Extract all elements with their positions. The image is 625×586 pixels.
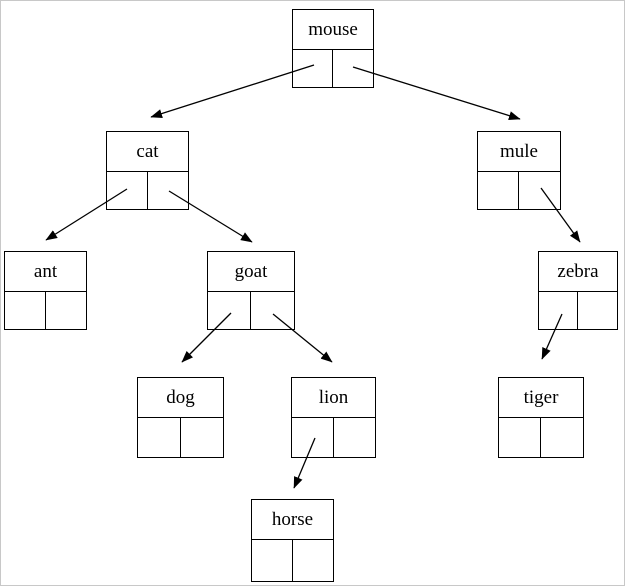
node-label: ant — [5, 252, 86, 292]
node-pointer-row — [478, 172, 560, 209]
left-pointer-cell — [208, 292, 251, 329]
node-pointer-row — [252, 540, 333, 581]
right-pointer-cell — [251, 292, 294, 329]
right-pointer-cell — [578, 292, 617, 329]
tree-node-mule: mule — [477, 131, 561, 210]
node-label: dog — [138, 378, 223, 418]
node-pointer-row — [107, 172, 188, 209]
left-pointer-cell — [107, 172, 148, 209]
left-pointer-cell — [252, 540, 293, 581]
node-label: tiger — [499, 378, 583, 418]
right-pointer-cell — [148, 172, 189, 209]
right-pointer-cell — [334, 418, 376, 457]
node-label: zebra — [539, 252, 617, 292]
left-pointer-cell — [499, 418, 541, 457]
tree-node-zebra: zebra — [538, 251, 618, 330]
node-label: mule — [478, 132, 560, 172]
node-pointer-row — [499, 418, 583, 457]
tree-node-goat: goat — [207, 251, 295, 330]
left-pointer-cell — [5, 292, 46, 329]
node-label: horse — [252, 500, 333, 540]
node-pointer-row — [292, 418, 375, 457]
tree-node-cat: cat — [106, 131, 189, 210]
node-label: cat — [107, 132, 188, 172]
node-pointer-row — [208, 292, 294, 329]
left-pointer-cell — [478, 172, 519, 209]
node-pointer-row — [293, 50, 373, 87]
tree-node-tiger: tiger — [498, 377, 584, 458]
left-pointer-cell — [292, 418, 334, 457]
node-pointer-row — [539, 292, 617, 329]
tree-node-dog: dog — [137, 377, 224, 458]
node-pointer-row — [5, 292, 86, 329]
left-pointer-cell — [539, 292, 578, 329]
edge-mouse-to-cat — [150, 64, 315, 118]
right-pointer-cell — [519, 172, 560, 209]
right-pointer-cell — [293, 540, 334, 581]
node-label: mouse — [293, 10, 373, 50]
tree-node-mouse: mouse — [292, 9, 374, 88]
right-pointer-cell — [181, 418, 224, 457]
node-pointer-row — [138, 418, 223, 457]
left-pointer-cell — [293, 50, 333, 87]
right-pointer-cell — [46, 292, 87, 329]
node-label: goat — [208, 252, 294, 292]
tree-node-horse: horse — [251, 499, 334, 582]
right-pointer-cell — [541, 418, 583, 457]
node-label: lion — [292, 378, 375, 418]
edge-mouse-to-mule — [352, 66, 521, 121]
left-pointer-cell — [138, 418, 181, 457]
right-pointer-cell — [333, 50, 373, 87]
tree-node-lion: lion — [291, 377, 376, 458]
tree-node-ant: ant — [4, 251, 87, 330]
